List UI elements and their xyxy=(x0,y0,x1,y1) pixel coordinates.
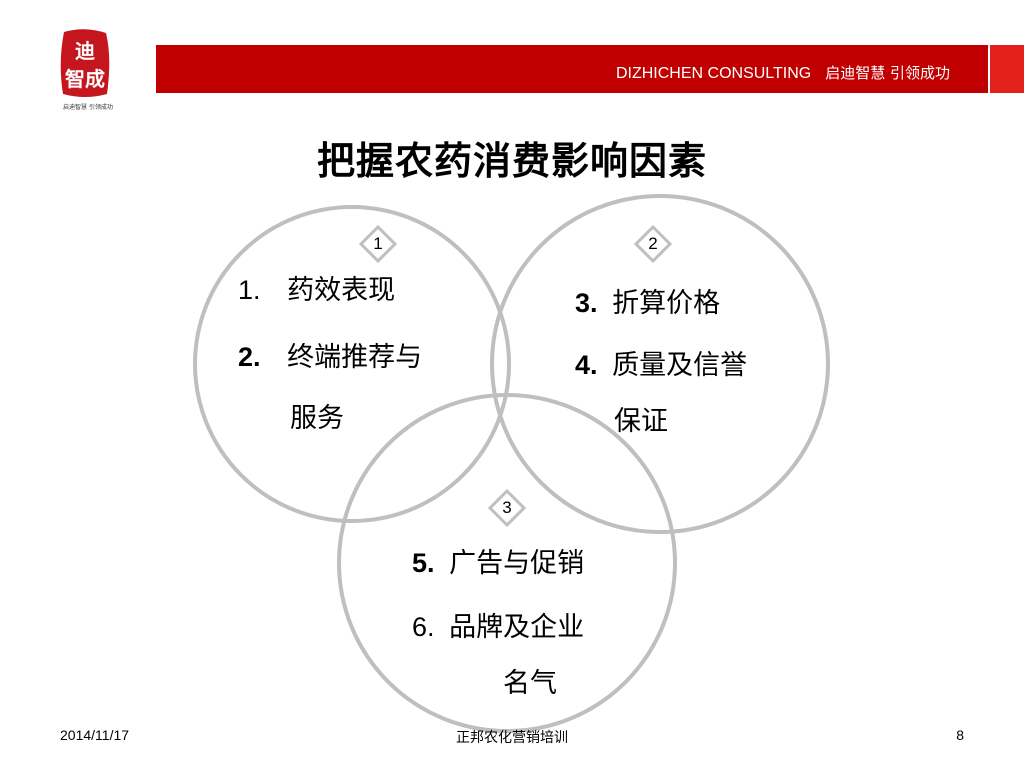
marker-diamond-2 xyxy=(634,225,672,263)
header-banner xyxy=(156,45,988,93)
marker-diamond-3 xyxy=(488,489,526,527)
factor-item-6: 6. 品牌及企业 xyxy=(412,612,585,643)
factor-text: 广告与促销 xyxy=(449,548,585,579)
factor-text: 质量及信誉 xyxy=(612,350,748,381)
venn-circle-2 xyxy=(490,194,830,534)
company-name: DIZHICHEN CONSULTING xyxy=(615,65,812,82)
svg-text:智成: 智成 xyxy=(65,67,105,91)
factor-text: 终端推荐与 xyxy=(287,342,423,373)
factor-number: 2. xyxy=(238,342,261,372)
marker-diamond-1 xyxy=(359,225,397,263)
logo-seal: 迪 智成 xyxy=(58,28,112,100)
factor-item-2-cont: 服务 xyxy=(290,403,344,434)
slide-title: 把握农药消费影响因素 xyxy=(316,138,707,183)
factor-text: 药效表现 xyxy=(287,275,396,306)
footer-title: 正邦农化营销培训 xyxy=(456,730,568,746)
venn-circle-3 xyxy=(337,393,677,733)
marker-label-2: 2 xyxy=(648,234,658,253)
factor-item-4: 4. 质量及信誉 xyxy=(575,350,748,381)
factor-item-6-cont: 名气 xyxy=(503,668,557,699)
header-company: DIZHICHEN CONSULTING 启迪智慧 引领成功 xyxy=(616,62,950,83)
company-slogan: 启迪智慧 引领成功 xyxy=(825,64,950,82)
marker-label-1: 1 xyxy=(373,234,383,253)
logo-tagline: 启迪智慧 引领成功 xyxy=(63,104,113,111)
factor-item-4-cont: 保证 xyxy=(614,406,668,437)
factor-item-2: 2. 终端推荐与 xyxy=(238,342,423,373)
factor-number: 1. xyxy=(238,275,261,305)
factor-text: 品牌及企业 xyxy=(449,612,585,643)
factor-number: 5. xyxy=(412,548,435,578)
footer-date: 2014/11/17 xyxy=(60,727,130,743)
venn-circle-1 xyxy=(193,205,511,523)
factor-item-3: 3. 折算价格 xyxy=(575,288,721,319)
marker-label-3: 3 xyxy=(502,498,512,517)
factor-item-1: 1. 药效表现 xyxy=(238,275,396,306)
header-banner-end xyxy=(990,45,1024,93)
page-number: 8 xyxy=(956,727,964,743)
factor-number: 3. xyxy=(575,288,598,318)
svg-text:迪: 迪 xyxy=(75,39,95,63)
factor-number: 4. xyxy=(575,350,598,380)
factor-text: 折算价格 xyxy=(612,288,721,319)
factor-number: 6. xyxy=(412,612,435,642)
factor-item-5: 5. 广告与促销 xyxy=(412,548,585,579)
